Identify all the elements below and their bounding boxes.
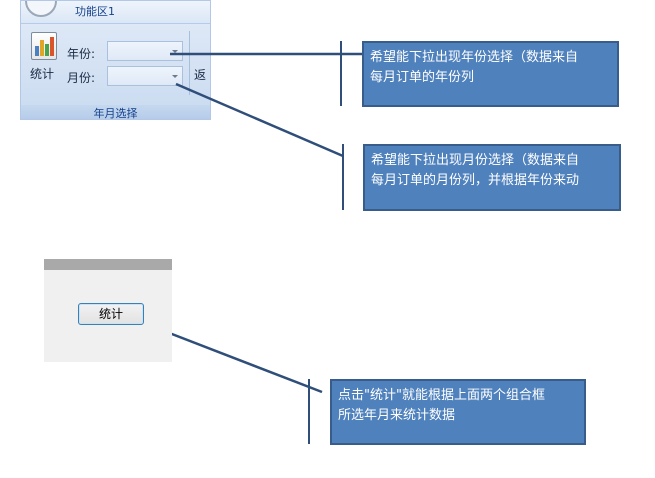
ribbon-group-footer: 年月选择 <box>21 105 210 119</box>
ribbon-tab-title[interactable]: 功能区1 <box>75 5 115 18</box>
year-callout: 希望能下拉出现年份选择（数据来自 每月订单的年份列 <box>362 41 619 107</box>
back-button-partial[interactable]: 返 <box>194 68 207 82</box>
month-label: 月份: <box>67 71 96 85</box>
form-window: 统计 <box>44 259 172 362</box>
ribbon-panel: 功能区1 统计 年份: 月份: 返 年月选择 <box>20 0 211 120</box>
month-connector-line <box>175 82 344 158</box>
stat-connector-line <box>145 322 323 394</box>
year-callout-line-1: 希望能下拉出现年份选择（数据来自 <box>370 50 579 65</box>
year-label: 年份: <box>67 47 96 61</box>
ribbon-separator <box>189 31 190 95</box>
ribbon-title-strip: 功能区1 <box>21 1 210 24</box>
month-callout: 希望能下拉出现月份选择（数据来自 每月订单的月份列，并根据年份来动 <box>363 144 621 211</box>
bar-chart-icon <box>31 32 57 60</box>
year-callout-line-2: 每月订单的年份列 <box>370 70 475 85</box>
year-combobox[interactable] <box>107 41 183 61</box>
form-titlebar[interactable] <box>44 259 172 270</box>
ribbon-group-label: 年月选择 <box>93 107 138 120</box>
ribbon-stat-button[interactable]: 统计 <box>27 29 61 87</box>
month-combobox[interactable] <box>107 66 183 86</box>
month-callout-line-1: 希望能下拉出现月份选择（数据来自 <box>371 153 580 168</box>
stat-callout: 点击"统计"就能根据上面两个组合框 所选年月来统计数据 <box>330 379 586 445</box>
stat-callout-line-2: 所选年月来统计数据 <box>338 408 456 423</box>
form-stat-button[interactable]: 统计 <box>78 303 144 325</box>
month-callout-line-2: 每月订单的月份列，并根据年份来动 <box>371 173 580 188</box>
stat-callout-line-1: 点击"统计"就能根据上面两个组合框 <box>338 388 545 403</box>
chevron-down-icon[interactable] <box>172 75 178 78</box>
chevron-down-icon[interactable] <box>172 50 178 53</box>
ribbon-stat-label: 统计 <box>30 67 55 81</box>
